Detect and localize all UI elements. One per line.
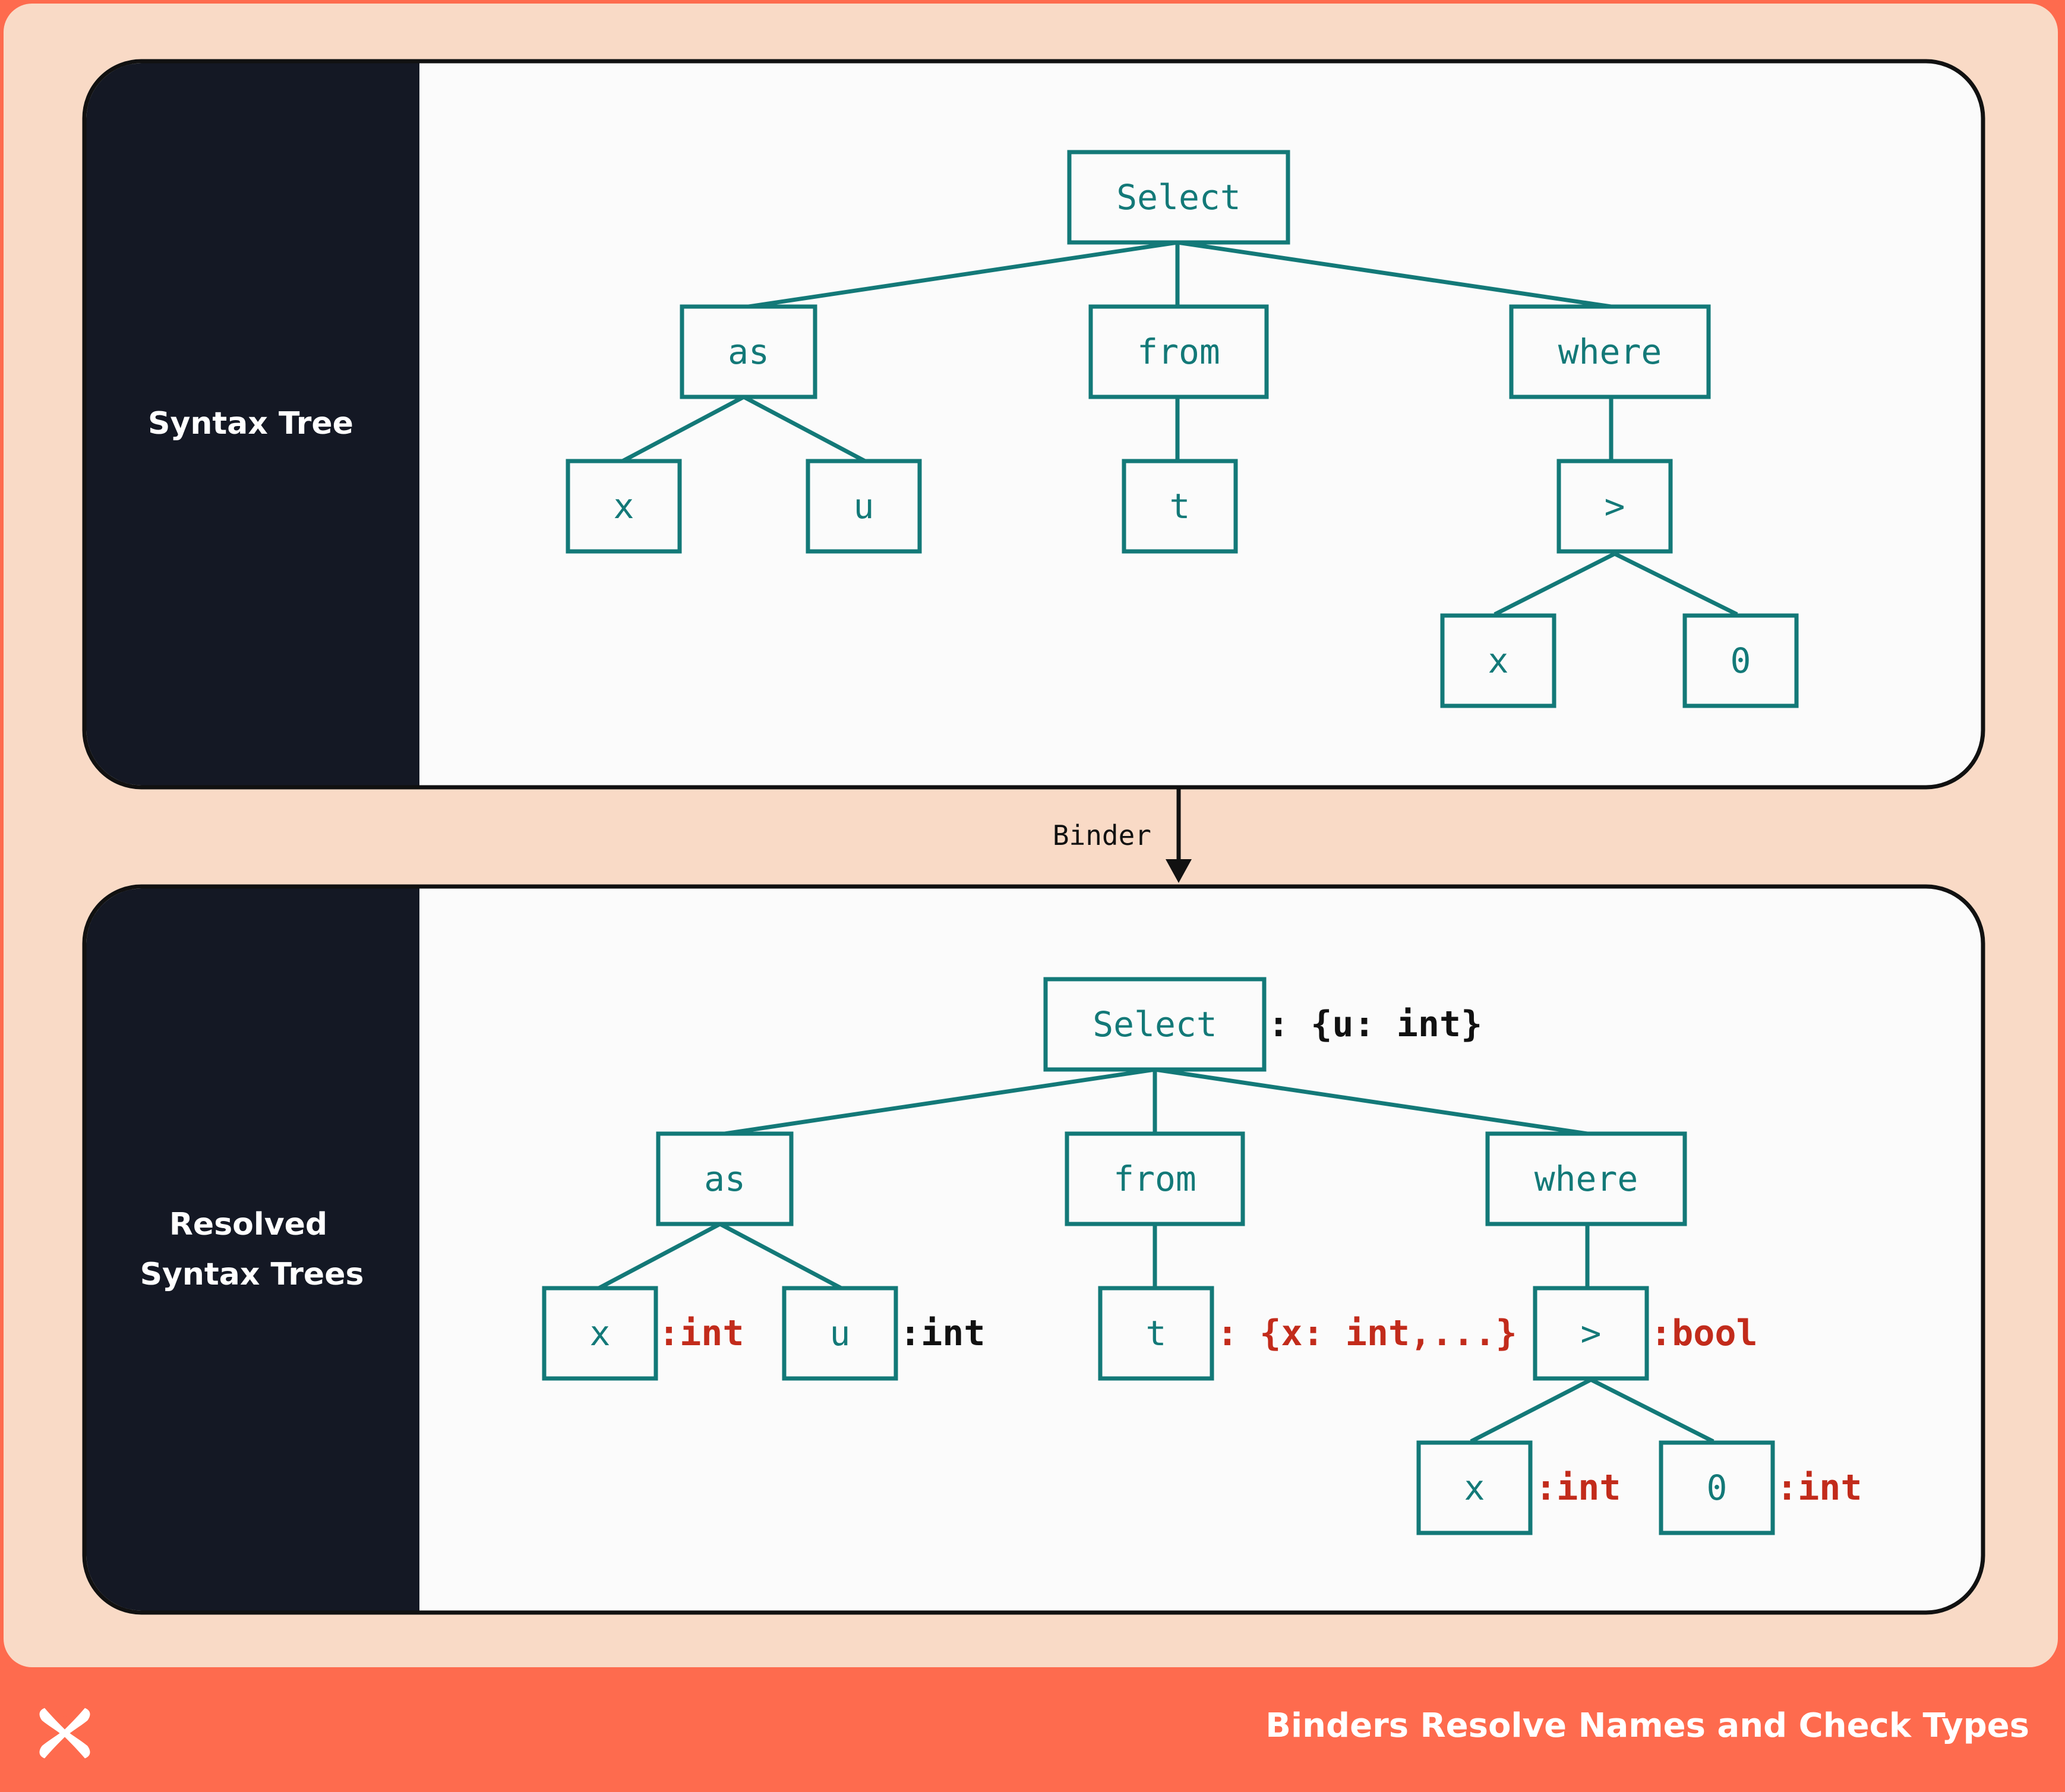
- tree-node-x: x :int: [542, 1286, 744, 1381]
- tree-node-u: u: [806, 459, 922, 554]
- tree-node-from: from: [1088, 304, 1269, 399]
- arrow-head-icon: [1166, 859, 1192, 883]
- tree-node-x2: x: [1440, 613, 1556, 708]
- tree-node-select: Select : {u: int}: [1043, 977, 1482, 1072]
- tree-edge: [748, 240, 1178, 309]
- node-label: where: [1534, 1159, 1638, 1199]
- node-label: 0: [1731, 641, 1751, 681]
- tree-node-from: from: [1065, 1131, 1245, 1226]
- tree-edge: [621, 395, 745, 463]
- tree-edge: [724, 1067, 1155, 1136]
- node-box: [1122, 459, 1238, 554]
- syntax-tree-panel: Syntax Tree Select as from w: [82, 59, 1985, 790]
- type-annotation: :int: [658, 1313, 744, 1354]
- tree-node-gt: > :bool: [1533, 1286, 1758, 1381]
- tree-node-zero: 0: [1682, 613, 1799, 708]
- type-annotation: : {u: int}: [1268, 1004, 1482, 1045]
- tree-node-x: x: [566, 459, 682, 554]
- x-logo-icon: [39, 1708, 90, 1759]
- node-label: >: [1605, 486, 1625, 526]
- node-box: [1509, 304, 1711, 399]
- node-box: [566, 459, 682, 554]
- node-label: where: [1558, 332, 1662, 372]
- node-label: x: [1464, 1468, 1485, 1508]
- tree-node-as: as: [680, 304, 817, 399]
- type-annotation: :int: [1776, 1467, 1862, 1509]
- tree-edge: [1590, 1377, 1714, 1444]
- node-box: [1659, 1440, 1775, 1535]
- type-annotation: : {x: int,...}: [1217, 1313, 1517, 1354]
- panel-label-line-1: Resolved: [169, 1207, 327, 1242]
- footer-title: Binders Resolve Names and Check Types: [1265, 1706, 2029, 1745]
- tree-node-u: u :int: [782, 1286, 986, 1381]
- node-label: 0: [1707, 1468, 1728, 1508]
- node-box: [1682, 613, 1799, 708]
- resolved-syntax-trees-panel: Resolved Syntax Trees Select : {u: int} …: [82, 884, 1985, 1615]
- node-box: [656, 1131, 794, 1226]
- tree-edges: [621, 240, 1738, 617]
- type-annotation: :int: [899, 1313, 986, 1354]
- tree-node-select: Select: [1067, 150, 1290, 245]
- tree-node-x2: x :int: [1416, 1440, 1621, 1535]
- tree-edge: [1614, 551, 1738, 617]
- panel-label: Syntax Tree: [148, 406, 353, 441]
- node-label: from: [1137, 332, 1220, 372]
- node-label: as: [728, 332, 769, 372]
- node-box: [1556, 459, 1673, 554]
- node-box: [1098, 1286, 1214, 1381]
- node-label: t: [1170, 486, 1191, 526]
- node-box: [1088, 304, 1269, 399]
- panel-label-line-2: Syntax Trees: [140, 1257, 364, 1292]
- node-label: t: [1146, 1313, 1167, 1354]
- node-label: x: [614, 486, 634, 526]
- node-box: [1416, 1440, 1533, 1535]
- node-label: Select: [1116, 177, 1241, 217]
- node-box: [680, 304, 817, 399]
- type-annotation: :int: [1535, 1467, 1621, 1509]
- node-label: >: [1581, 1313, 1602, 1354]
- node-label: as: [704, 1159, 746, 1199]
- tree-node-where: where: [1485, 1131, 1687, 1226]
- node-box: [1067, 150, 1290, 245]
- tree-edge: [598, 1222, 721, 1291]
- panel-side-bar: [86, 63, 419, 785]
- node-box: [1533, 1286, 1649, 1381]
- node-box: [542, 1286, 658, 1381]
- tree-edge: [1470, 1377, 1592, 1444]
- tree-node-as: as: [656, 1131, 794, 1226]
- panel-side-bar: [86, 888, 419, 1611]
- node-label: u: [830, 1313, 851, 1354]
- tree-edge: [1177, 240, 1612, 309]
- tree-edges: [598, 1067, 1714, 1444]
- tree-edge: [743, 395, 866, 463]
- node-box: [1440, 613, 1556, 708]
- panel-box: [82, 884, 1985, 1615]
- node-box: [782, 1286, 898, 1381]
- node-label: Select: [1093, 1004, 1217, 1045]
- binder-label: Binder: [1053, 819, 1151, 851]
- node-label: x: [1488, 641, 1509, 681]
- tree-edge: [1154, 1067, 1588, 1136]
- node-label: u: [854, 486, 874, 526]
- type-annotation: :bool: [1650, 1313, 1758, 1354]
- tree-node-t: t : {x: int,...}: [1098, 1286, 1517, 1381]
- node-box: [1043, 977, 1267, 1072]
- tree-node-gt: >: [1556, 459, 1673, 554]
- tree-edge: [1494, 551, 1616, 617]
- node-box: [1065, 1131, 1245, 1226]
- tree-node-zero: 0 :int: [1659, 1440, 1862, 1535]
- tree-node-t: t: [1122, 459, 1238, 554]
- node-box: [1485, 1131, 1687, 1226]
- node-box: [806, 459, 922, 554]
- node-label: x: [590, 1313, 611, 1354]
- tree-node-where: where: [1509, 304, 1711, 399]
- node-label: from: [1113, 1159, 1196, 1199]
- tree-edge: [719, 1222, 842, 1291]
- binder-arrow: Binder: [1053, 787, 1192, 883]
